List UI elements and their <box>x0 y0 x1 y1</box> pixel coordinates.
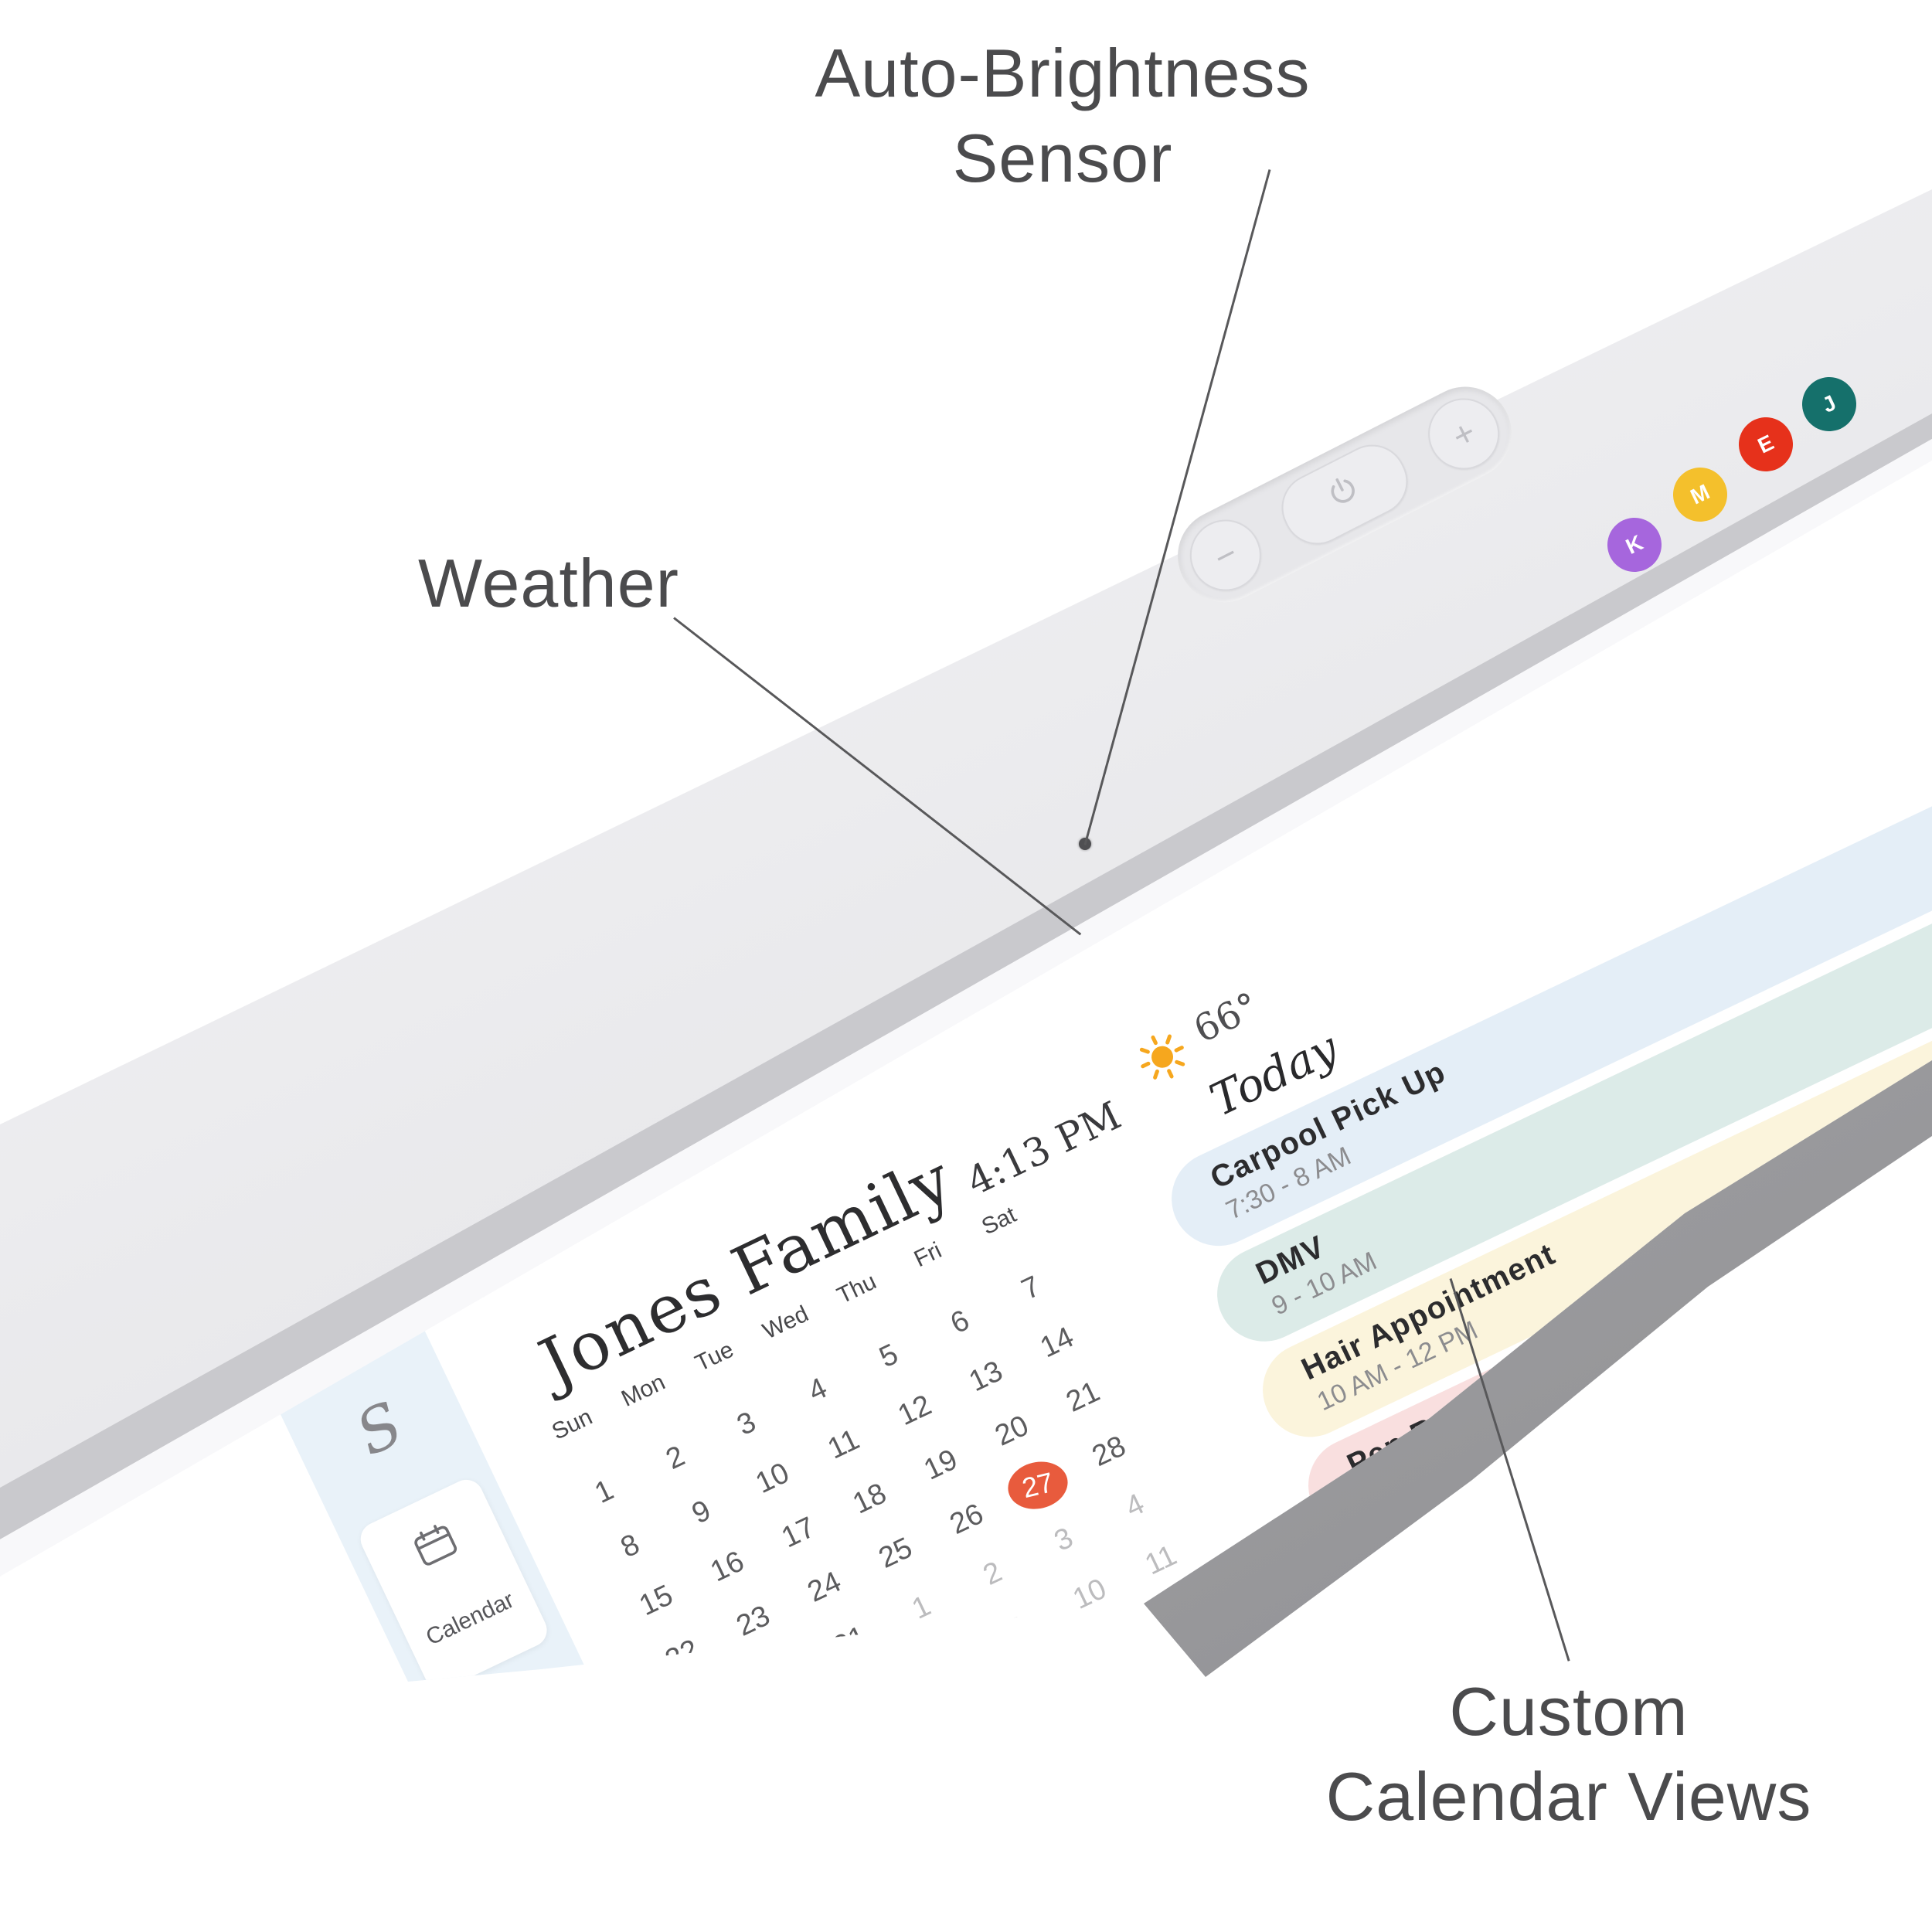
avatar-initial: E <box>1753 430 1777 458</box>
power-icon <box>1320 468 1369 522</box>
screen-content: S Calendar Jones Family 4:13 PM <box>0 461 1932 1782</box>
annotation-line: Custom <box>1449 1673 1689 1750</box>
calendar-day-cell[interactable]: 6 <box>791 1711 820 1748</box>
calendar-day-cell[interactable]: 7 <box>862 1678 891 1715</box>
device-button-recess: − + <box>1162 370 1528 619</box>
annotation-line: Weather <box>418 545 679 621</box>
calendar-day-cell[interactable]: 30 <box>757 1654 801 1698</box>
annotation-custom-views: Custom Calendar Views <box>1260 1669 1878 1839</box>
sidebar-item-label: Calendar <box>422 1587 519 1651</box>
day-header: Sat <box>978 1202 1021 1240</box>
annotation-line: Calendar Views <box>1325 1758 1812 1835</box>
calendar-day-cell[interactable]: 5 <box>719 1745 749 1782</box>
today-date-highlight: 27 <box>1003 1455 1073 1515</box>
annotation-auto-brightness: Auto-Brightness Sensor <box>753 31 1372 201</box>
calendar-icon <box>409 1519 464 1575</box>
power-button[interactable] <box>1270 433 1420 556</box>
day-header: Sun <box>548 1403 597 1445</box>
minus-icon: − <box>1207 532 1244 578</box>
plus-icon: + <box>1445 411 1482 457</box>
avatar-initial: M <box>1686 479 1713 509</box>
avatar-initial: K <box>1621 530 1647 559</box>
temperature-value: 66° <box>1187 984 1266 1052</box>
sidebar: S Calendar <box>256 1292 790 1719</box>
annotation-line: Auto-Brightness <box>815 35 1311 111</box>
sun-icon <box>1125 1020 1201 1097</box>
annotation-line: Sensor <box>952 120 1173 196</box>
annotation-weather: Weather <box>332 541 765 626</box>
avatar-initial: J <box>1818 390 1840 417</box>
brightness-down-button[interactable]: − <box>1177 507 1274 604</box>
calendar-day-cell[interactable]: 29 <box>686 1687 730 1732</box>
clock-time: 4:13 PM <box>960 1093 1128 1205</box>
calendar-day-cell[interactable]: 8 <box>933 1644 962 1681</box>
sidebar-item-calendar[interactable]: Calendar <box>355 1474 553 1696</box>
